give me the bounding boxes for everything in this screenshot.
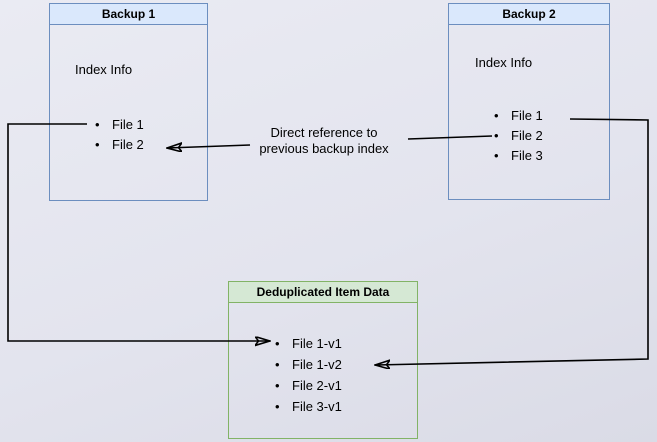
file-label: File 1 — [112, 117, 144, 132]
dedup-title: Deduplicated Item Data — [256, 285, 390, 299]
dedup-box: Deduplicated Item Data — [228, 281, 418, 439]
bullet-icon: • — [275, 399, 280, 414]
bullet-icon: • — [95, 117, 100, 132]
file-label: File 2 — [511, 128, 543, 143]
backup1-title: Backup 1 — [101, 7, 156, 21]
list-item: • File 3-v1 — [275, 396, 342, 417]
list-item: • File 2-v1 — [275, 375, 342, 396]
bullet-icon: • — [275, 336, 280, 351]
list-item: • File 3 — [494, 146, 543, 166]
edge-annotation: Direct reference to previous backup inde… — [259, 125, 388, 157]
dedup-file-list: • File 1-v1 • File 1-v2 • File 2-v1 • File 3-v1 — [275, 333, 342, 417]
file-label: File 2-v1 — [292, 378, 342, 393]
file-label: File 3 — [511, 148, 543, 163]
edge-annotation-line2: previous backup index — [259, 141, 389, 156]
backup2-header: Backup 2 — [449, 4, 609, 25]
backup1-index-label: Index Info — [75, 62, 133, 77]
backup2-title: Backup 2 — [502, 7, 556, 21]
bullet-icon: • — [494, 148, 499, 163]
list-item: • File 1-v2 — [275, 354, 342, 375]
file-label: File 1 — [511, 108, 543, 123]
backup1-box: Backup 1 — [49, 3, 208, 201]
edge-annotation-line1: Direct reference to — [270, 125, 378, 140]
backup1-file-list: • File 1 • File 2 — [95, 115, 144, 155]
list-item: • File 1 — [95, 115, 144, 135]
list-item: • File 1-v1 — [275, 333, 342, 354]
list-item: • File 1 — [494, 106, 543, 126]
bullet-icon: • — [494, 108, 499, 123]
bullet-icon: • — [494, 128, 499, 143]
backup2-index-label: Index Info — [475, 55, 533, 70]
list-item: • File 2 — [95, 135, 144, 155]
file-label: File 1-v1 — [292, 336, 342, 351]
bullet-icon: • — [275, 357, 280, 372]
backup2-file-list: • File 1 • File 2 • File 3 — [494, 106, 543, 166]
file-label: File 3-v1 — [292, 399, 342, 414]
file-label: File 2 — [112, 137, 144, 152]
backup2-box: Backup 2 — [448, 3, 610, 200]
dedup-header: Deduplicated Item Data — [229, 282, 417, 303]
file-label: File 1-v2 — [292, 357, 342, 372]
list-item: • File 2 — [494, 126, 543, 146]
bullet-icon: • — [95, 137, 100, 152]
bullet-icon: • — [275, 378, 280, 393]
backup1-header: Backup 1 — [50, 4, 207, 25]
